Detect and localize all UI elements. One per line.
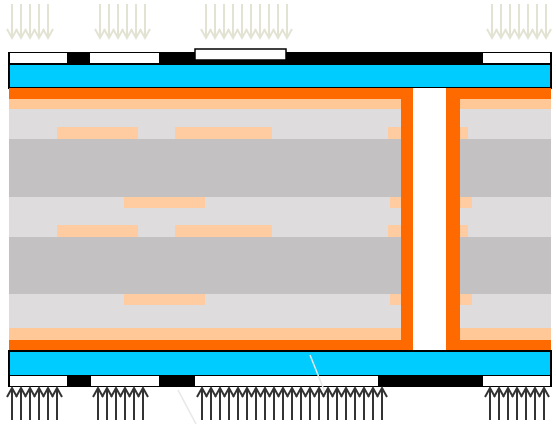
arrow <box>137 385 149 420</box>
top-white-pad-1 <box>10 53 67 64</box>
bottom-pad-strip <box>8 375 552 387</box>
arrow <box>531 4 543 41</box>
bottom-exposure-arrows <box>6 385 550 420</box>
arrow <box>245 4 257 41</box>
arrow <box>103 4 115 41</box>
arrow <box>196 385 208 420</box>
arrow <box>250 385 262 420</box>
arrow <box>24 4 36 41</box>
top-copper-foil <box>9 99 551 109</box>
arrow <box>51 385 63 420</box>
arrow <box>358 385 370 420</box>
bottom-copper-plating <box>9 340 551 351</box>
light-ray <box>177 389 197 425</box>
arrow <box>504 4 516 41</box>
arrow <box>200 4 212 41</box>
bottom-white-pad-3 <box>195 376 378 386</box>
arrow <box>236 4 248 41</box>
top-copper-plating <box>9 88 551 99</box>
arrow <box>511 385 523 420</box>
arrow <box>263 4 275 41</box>
arrow <box>223 385 235 420</box>
arrow <box>232 385 244 420</box>
arrow <box>218 4 230 41</box>
arrow <box>121 4 133 41</box>
arrow <box>205 385 217 420</box>
arrow <box>286 385 298 420</box>
bottom-copper-foil <box>9 328 551 340</box>
arrow <box>376 385 388 420</box>
arrow <box>277 385 289 420</box>
plated-via <box>401 88 460 351</box>
arrow <box>486 4 498 41</box>
core-layer-1 <box>9 139 551 197</box>
arrow <box>128 385 140 420</box>
arrow <box>119 385 131 420</box>
arrow <box>110 385 122 420</box>
arrow <box>495 4 507 41</box>
arrow <box>340 385 352 420</box>
arrow <box>331 385 343 420</box>
top-pad-strip <box>8 48 552 65</box>
inner-trace <box>175 127 272 139</box>
arrow <box>241 385 253 420</box>
arrow <box>139 4 151 41</box>
arrow <box>209 4 221 41</box>
arrow <box>6 4 18 41</box>
arrow <box>538 385 550 420</box>
arrow <box>6 385 18 420</box>
top-exposure-arrows <box>6 4 552 41</box>
arrow <box>15 4 27 41</box>
arrow <box>304 385 316 420</box>
top-white-pad-3 <box>194 48 287 61</box>
arrow <box>529 385 541 420</box>
arrow <box>42 385 54 420</box>
arrow <box>254 4 266 41</box>
arrow <box>313 385 325 420</box>
arrow <box>259 385 271 420</box>
arrow <box>520 385 532 420</box>
arrow <box>214 385 226 420</box>
arrow <box>24 385 36 420</box>
core-layer-2 <box>9 237 551 294</box>
arrow <box>493 385 505 420</box>
arrow <box>272 4 284 41</box>
via-hole <box>413 88 446 351</box>
arrow <box>522 4 534 41</box>
arrow <box>112 4 124 41</box>
top-solder-mask <box>8 63 552 89</box>
inner-trace <box>175 225 272 237</box>
arrow <box>92 385 104 420</box>
inner-trace <box>57 225 138 237</box>
top-white-pad-4 <box>483 53 550 64</box>
bottom-white-pad-1 <box>10 376 67 386</box>
arrow <box>94 4 106 41</box>
arrow <box>367 385 379 420</box>
bottom-white-pad-2 <box>91 376 159 386</box>
arrow <box>101 385 113 420</box>
bottom-solder-mask <box>8 350 552 377</box>
arrow <box>130 4 142 41</box>
arrow <box>33 4 45 41</box>
arrow <box>42 4 54 41</box>
inner-trace <box>57 127 138 139</box>
arrow <box>15 385 27 420</box>
inner-trace <box>124 294 205 305</box>
arrow <box>540 4 552 41</box>
arrow <box>484 385 496 420</box>
top-white-pad-2 <box>90 53 159 64</box>
arrow <box>281 4 293 41</box>
arrow <box>349 385 361 420</box>
arrow <box>295 385 307 420</box>
arrow <box>502 385 514 420</box>
arrow <box>33 385 45 420</box>
arrow <box>268 385 280 420</box>
inner-trace <box>124 197 205 208</box>
arrow <box>322 385 334 420</box>
arrow <box>513 4 525 41</box>
arrow <box>227 4 239 41</box>
bottom-white-pad-4 <box>483 376 550 386</box>
